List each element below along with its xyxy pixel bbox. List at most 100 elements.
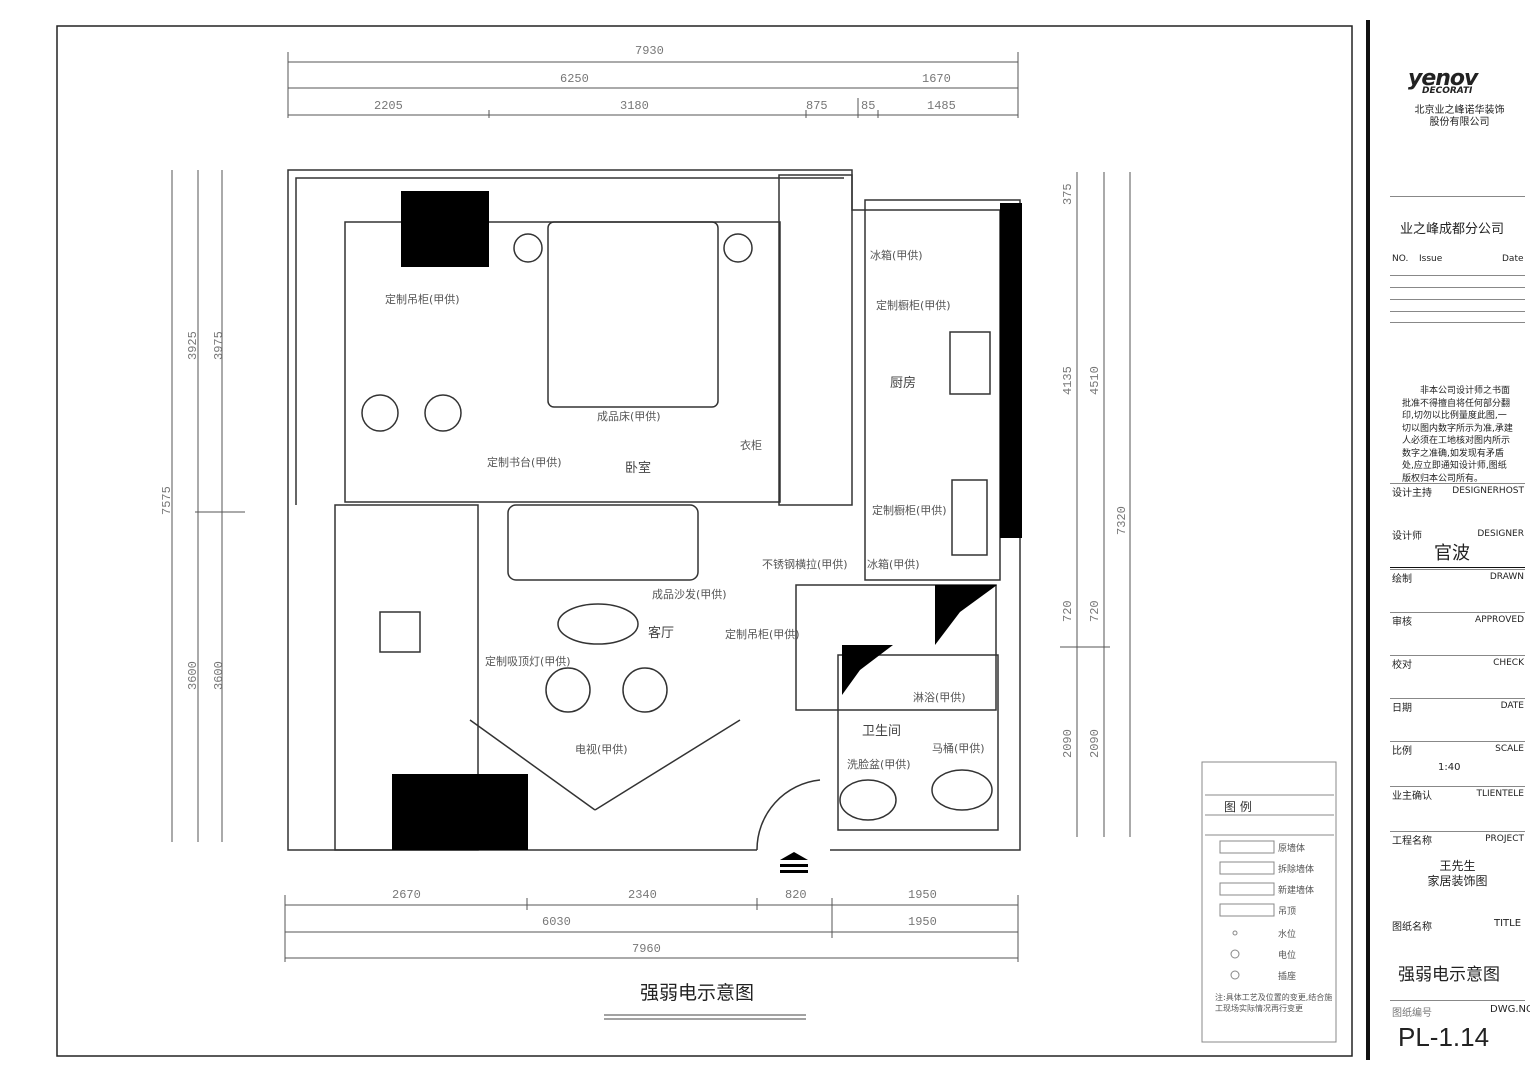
dim-top-mid: 6250 <box>560 72 589 86</box>
field-label-en: DATE <box>1500 701 1524 711</box>
entrance-arrow-icon <box>780 852 808 873</box>
company-logo-sub: DECORATI <box>1422 86 1473 96</box>
field-label-cn: 设计主持 <box>1392 488 1432 499</box>
label-washer: 冰箱(甲供) <box>867 558 920 571</box>
dim-bottom-overall: 7960 <box>632 942 661 956</box>
field-label-en: CHECK <box>1493 658 1524 668</box>
field-label-en: TLIENTELE <box>1476 789 1524 799</box>
company-name: 北京业之峰诺华装饰股份有限公司 <box>1414 105 1505 128</box>
dwg-label-cn: 图纸编号 <box>1392 1008 1432 1019</box>
dim-bottom-seg: 1950 <box>908 888 937 902</box>
room-kitchen: 厨房 <box>890 376 917 391</box>
field-label-cn: 绘制 <box>1392 574 1412 585</box>
label-shower: 淋浴(甲供) <box>913 691 966 704</box>
dim-top-mid: 1670 <box>922 72 951 86</box>
dim-left-overall: 7575 <box>160 486 174 515</box>
dim-bottom-seg: 2340 <box>628 888 657 902</box>
dim-top-seg: 875 <box>806 99 828 113</box>
field-value: 官波 <box>1434 543 1470 564</box>
label-tv: 电视(甲供) <box>575 743 628 756</box>
project-line1: 王先生 <box>1439 859 1476 873</box>
label-basin: 洗脸盆(甲供) <box>847 758 911 771</box>
dim-left: 3600 <box>212 661 226 690</box>
dim-right: 375 <box>1061 183 1075 205</box>
dim-right: 4510 <box>1088 366 1102 395</box>
dim-bottom-mid: 1950 <box>908 915 937 929</box>
company-logo: yenov <box>1408 66 1478 91</box>
drawing-frame <box>56 25 1353 1057</box>
label-sofa: 成品沙发(甲供) <box>652 588 727 601</box>
legend-item: 拆除墙体 <box>1278 865 1315 875</box>
field-label-en: DESIGNERHOST <box>1452 486 1524 496</box>
title-value: 强弱电示意图 <box>1398 965 1500 985</box>
field-label-cn: 日期 <box>1392 703 1412 714</box>
room-living: 客厅 <box>648 626 675 641</box>
dim-left: 3975 <box>212 331 226 360</box>
field-label-en: PROJECT <box>1485 834 1524 844</box>
drawing-title: 强弱电示意图 <box>640 982 755 1004</box>
label-desk: 定制书台(甲供) <box>487 456 562 469</box>
dim-top-seg: 2205 <box>374 99 403 113</box>
field-label-cn: 审核 <box>1392 617 1412 628</box>
dwg-number: PL-1.14 <box>1398 1022 1490 1052</box>
label-fridge: 冰箱(甲供) <box>870 249 923 262</box>
legend-item: 插座 <box>1278 972 1297 982</box>
field-label-en: SCALE <box>1495 744 1524 754</box>
label-ceiling-light: 定制吸顶灯(甲供) <box>485 655 571 668</box>
legend-box <box>1201 761 1337 1043</box>
field-label-en: DRAWN <box>1489 572 1524 582</box>
label-bed: 成品床(甲供) <box>597 410 661 423</box>
label-wardrobe: 衣柜 <box>740 439 762 452</box>
legend-item: 吊顶 <box>1278 907 1297 917</box>
issue-header: Issue <box>1419 254 1443 264</box>
title-label-en: TITLE <box>1494 918 1522 929</box>
field-label-cn: 业主确认 <box>1392 791 1432 802</box>
label-shoe-cabinet: 定制吊柜(甲供) <box>725 628 800 641</box>
label-steel-rail: 不锈钢横拉(甲供) <box>762 558 848 571</box>
legend-title: 图 例 <box>1224 800 1252 814</box>
dim-right: 2090 <box>1061 729 1075 758</box>
dim-right: 4135 <box>1061 366 1075 395</box>
field-value: 1:40 <box>1438 762 1461 773</box>
solid-fills <box>392 191 1022 850</box>
field-label-cn: 校对 <box>1392 660 1412 671</box>
dimension-lines <box>171 52 1131 962</box>
label-kitchen-cabinet: 定制橱柜(甲供) <box>876 299 951 312</box>
branch-name: 业之峰成都分公司 <box>1400 222 1505 237</box>
issue-date-header: Date <box>1502 254 1524 264</box>
dim-top-seg: 3180 <box>620 99 649 113</box>
title-label-cn: 图纸名称 <box>1392 922 1432 933</box>
disclaimer: 非本公司设计师之书面批准不得擅自将任何部分翻印,切勿以比例量度此图,一切以图内数… <box>1402 386 1513 484</box>
room-bedroom: 卧室 <box>625 461 652 476</box>
dim-bottom-seg: 2670 <box>392 888 421 902</box>
dim-right-overall: 7320 <box>1115 506 1129 535</box>
label-toilet: 马桶(甲供) <box>932 742 985 755</box>
field-label-en: DESIGNER <box>1477 529 1524 539</box>
legend-item: 电位 <box>1278 951 1297 961</box>
dim-bottom-mid: 6030 <box>542 915 571 929</box>
dim-top-overall: 7930 <box>635 44 664 58</box>
dim-top-seg: 85 <box>861 99 876 113</box>
legend-note: 注:具体工艺及位置的变更,结合施工现场实际情况再行变更 <box>1215 993 1333 1013</box>
field-label-cn: 比例 <box>1392 746 1412 757</box>
legend-item: 水位 <box>1278 930 1297 940</box>
dim-top-seg: 1485 <box>927 99 956 113</box>
project-name: 王先生家居装饰图 <box>1390 859 1525 889</box>
room-bathroom: 卫生间 <box>862 724 902 739</box>
dim-right: 720 <box>1088 600 1102 622</box>
label-stove-cabinet: 定制橱柜(甲供) <box>872 504 947 517</box>
project-line2: 家居装饰图 <box>1427 874 1488 888</box>
dim-right: 720 <box>1061 600 1075 622</box>
dim-left: 3600 <box>186 661 200 690</box>
label-wall-cabinet: 定制吊柜(甲供) <box>385 293 460 306</box>
issue-no-header: NO. <box>1392 254 1409 264</box>
legend-item: 新建墙体 <box>1278 886 1315 896</box>
dim-right: 2090 <box>1088 729 1102 758</box>
dim-bottom-seg: 820 <box>785 888 807 902</box>
dim-left: 3925 <box>186 331 200 360</box>
field-label-en: APPROVED <box>1475 615 1524 625</box>
field-label-cn: 工程名称 <box>1392 836 1432 847</box>
field-label-cn: 设计师 <box>1392 531 1422 542</box>
dwg-label-en: DWG.NO <box>1490 1004 1530 1015</box>
